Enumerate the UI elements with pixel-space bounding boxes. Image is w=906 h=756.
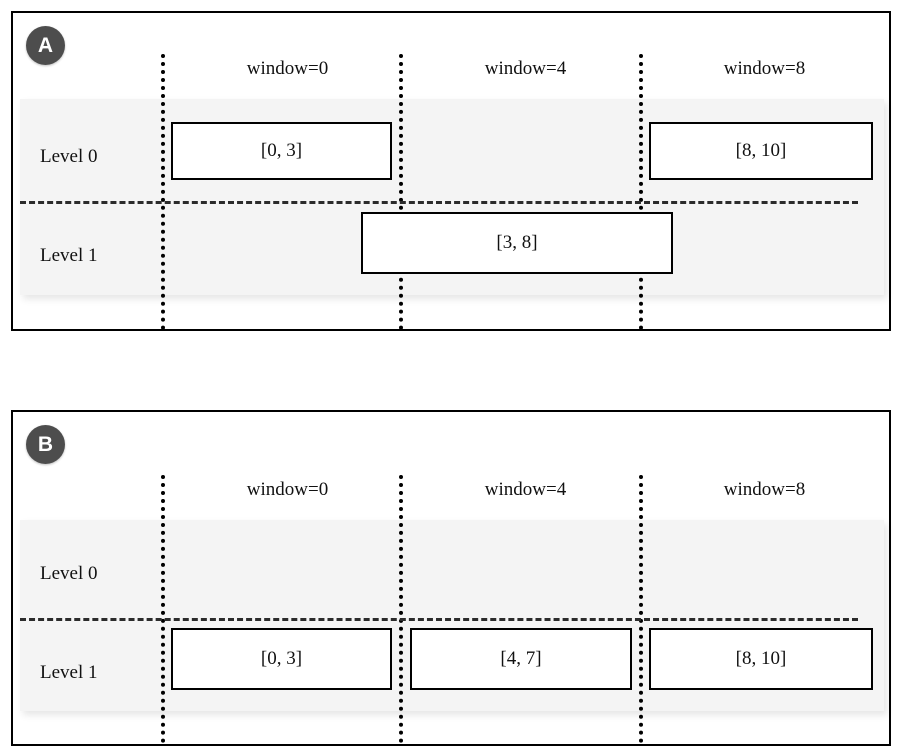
panel-b-column-label-window4: window=4 [484, 479, 567, 500]
panel-a-interval-box: [0, 3] [171, 122, 392, 180]
panel-a-column-label-window4: window=4 [484, 58, 567, 79]
panel-b-window-separator-8 [639, 475, 643, 743]
panel-a-column-label-window8: window=8 [723, 58, 806, 79]
panel-a-interval-box: [3, 8] [361, 212, 673, 274]
panel-b-badge: B [26, 425, 65, 464]
panel-b-window-separator-4 [399, 475, 403, 743]
panel-a-column-label-window0: window=0 [246, 58, 329, 79]
panel-b-row-label-level0: Level 0 [40, 563, 98, 584]
panel-a-window-separator-8 [639, 54, 643, 330]
panel-b-row-label-level1: Level 1 [40, 662, 98, 683]
panel-b-window-separator-0 [161, 475, 165, 743]
panel-a-window-separator-0 [161, 54, 165, 330]
panel-b-level-separator [20, 618, 858, 621]
panel-a-row-label-level1: Level 1 [40, 245, 98, 266]
panel-a-level-separator [20, 201, 858, 204]
panel-a-interval-box: [8, 10] [649, 122, 873, 180]
panel-a-row-label-level0: Level 0 [40, 146, 98, 167]
panel-a-badge: A [26, 26, 65, 65]
panel-a: A window=0 window=4 window=8 Level 0 Lev… [11, 11, 891, 331]
panel-b-interval-box: [0, 3] [171, 628, 392, 690]
panel-b-column-label-window8: window=8 [723, 479, 806, 500]
transition-group: Strict window compaction, window = 4 [0, 340, 906, 745]
panel-b-column-label-window0: window=0 [246, 479, 329, 500]
panel-a-window-separator-4 [399, 54, 403, 330]
panel-b-interval-box: [8, 10] [649, 628, 873, 690]
panel-b: B window=0 window=4 window=8 Level 0 Lev… [11, 410, 891, 746]
panel-b-interval-box: [4, 7] [410, 628, 632, 690]
